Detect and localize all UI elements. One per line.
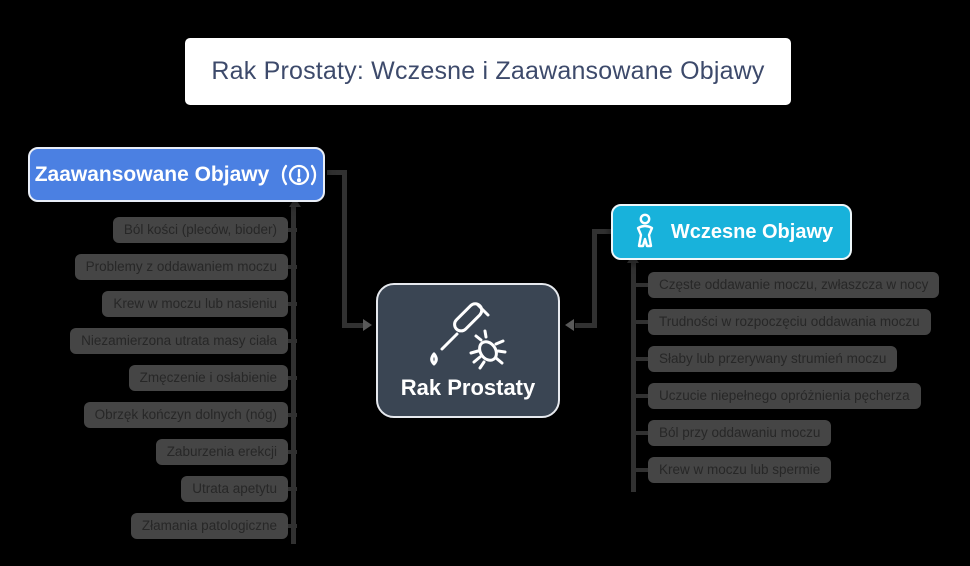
person-icon (630, 213, 660, 251)
early-symptoms-node[interactable]: Wczesne Objawy (611, 204, 852, 260)
connector-early-elbow-top (592, 229, 611, 234)
connector-early-elbow-vertical (592, 229, 597, 328)
title-card: Rak Prostaty: Wczesne i Zaawansowane Obj… (185, 38, 791, 105)
arrow-into-center-right-icon (565, 319, 574, 331)
page-title: Rak Prostaty: Wczesne i Zaawansowane Obj… (211, 57, 765, 85)
connector-advanced-elbow-top (327, 170, 347, 175)
arrow-into-advanced-node-icon (289, 198, 301, 207)
advanced-symptom-item[interactable]: Krew w moczu lub nasieniu (102, 291, 297, 317)
early-symptom-item[interactable]: Ból przy oddawaniu moczu (633, 420, 832, 446)
early-node-label: Wczesne Objawy (670, 220, 834, 243)
advanced-symptom-item[interactable]: Obrzęk kończyn dolnych (nóg) (83, 402, 298, 428)
advanced-symptom-item[interactable]: Niezamierzona utrata masy ciała (70, 328, 297, 354)
advanced-node-label: Zaawansowane Objawy (34, 162, 270, 186)
center-node-label: Rak Prostaty (400, 374, 536, 400)
advanced-symptom-item[interactable]: Utrata apetytu (181, 476, 297, 502)
connector-early-to-center (575, 323, 597, 328)
early-symptom-item[interactable]: Trudności w rozpoczęciu oddawania moczu (634, 309, 931, 335)
advanced-symptom-item[interactable]: Problemy z oddawaniem moczu (74, 254, 298, 280)
advanced-symptom-item[interactable]: Ból kości (pleców, bioder) (112, 217, 298, 243)
connector-advanced-trunk (291, 206, 296, 544)
early-symptom-item[interactable]: Częste oddawanie moczu, zwłaszcza w nocy (633, 272, 940, 298)
center-node[interactable]: Rak Prostaty (376, 283, 560, 418)
arrow-into-center-left-icon (363, 319, 372, 331)
early-symptom-item[interactable]: Uczucie niepełnego opróżnienia pęcherza (634, 383, 921, 409)
early-symptom-item[interactable]: Krew w moczu lub spermie (633, 457, 832, 483)
connector-early-trunk (631, 262, 636, 492)
advanced-symptom-item[interactable]: Zaburzenia erekcji (155, 439, 298, 465)
connector-advanced-to-center (342, 323, 366, 328)
connector-advanced-elbow-vertical (342, 170, 347, 328)
advanced-symptoms-node[interactable]: Zaawansowane Objawy (28, 147, 325, 202)
alert-icon (280, 159, 318, 191)
dropper-bug-icon (420, 301, 516, 371)
early-symptoms-list: Częste oddawanie moczu, zwłaszcza w nocy… (633, 272, 940, 483)
early-symptom-item[interactable]: Słaby lub przerywany strumień moczu (633, 346, 898, 372)
advanced-symptom-item[interactable]: Złamania patologiczne (130, 513, 298, 539)
advanced-symptom-item[interactable]: Zmęczenie i osłabienie (128, 365, 298, 391)
advanced-symptoms-list: Ból kości (pleców, bioder) Problemy z odd… (70, 217, 298, 539)
